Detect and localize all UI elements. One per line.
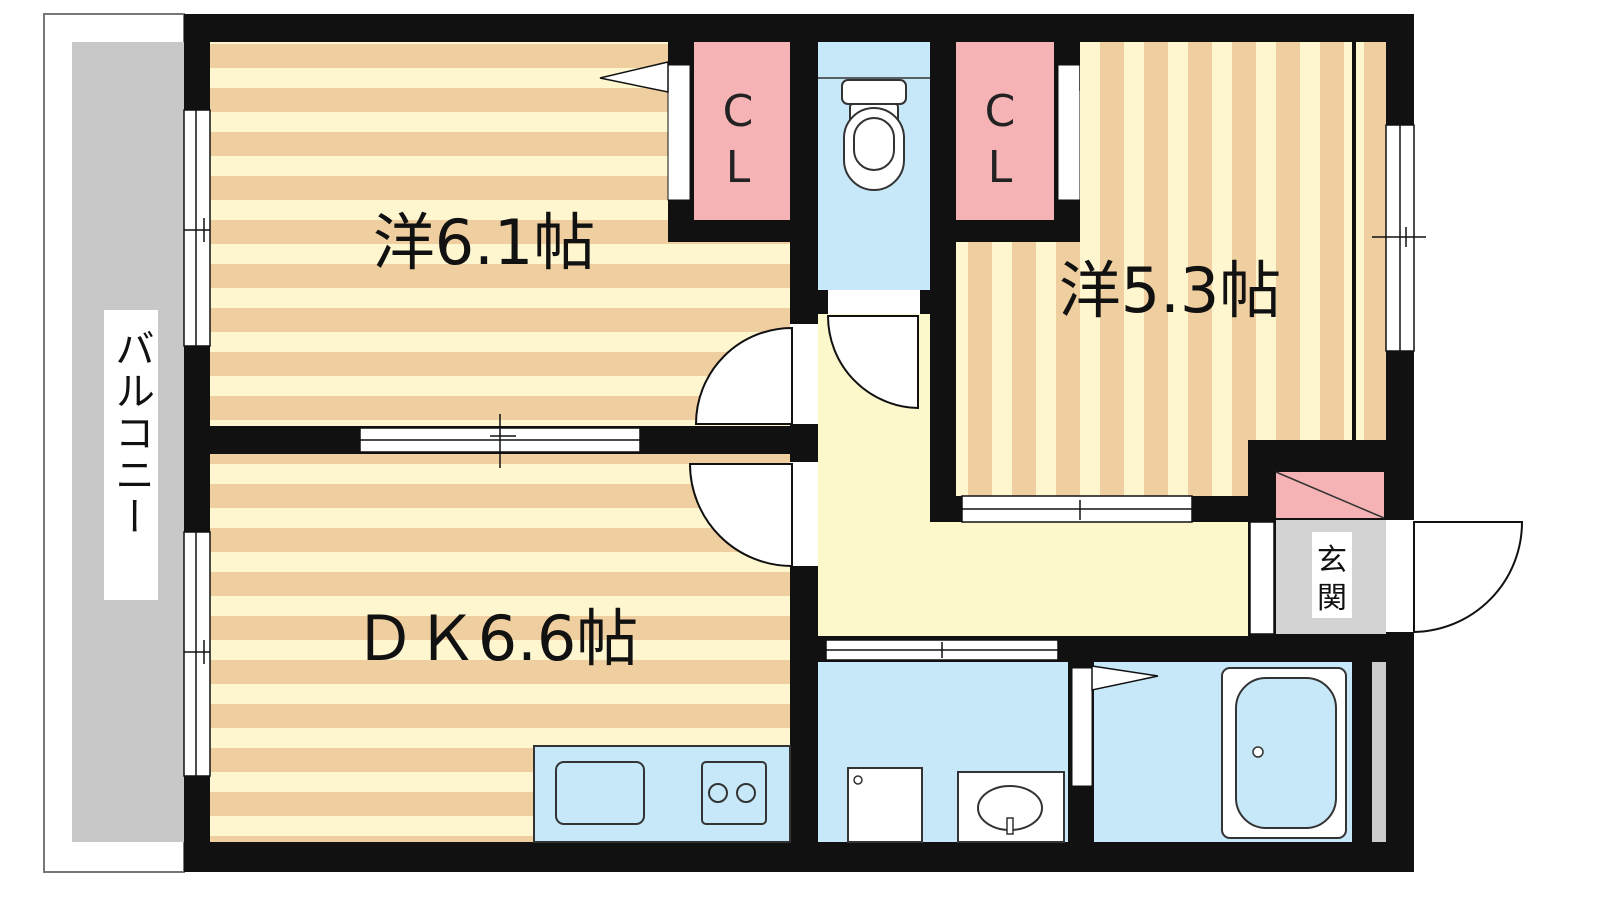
room-western-5-3 [1080,42,1386,242]
room2-label: 洋5.3帖 [1059,254,1282,327]
bathtub-icon [1221,667,1347,839]
washing-machine-space [847,767,923,843]
entrance-label-1: 玄 [1317,543,1347,578]
entrance-label-2: 関 [1317,581,1347,616]
closet-right-l: L [988,142,1013,193]
closet-right [956,42,1054,220]
stove-icon [701,761,767,825]
closet-left [694,42,790,220]
dk-label: ＤＫ6.6帖 [354,602,639,675]
toilet-icon [841,79,907,191]
closet-left-c: C [723,86,754,137]
balcony-label: バルコニー [108,328,154,538]
balcony: バルコニー [43,13,185,873]
washbasin-icon [957,771,1065,843]
sink-icon [555,761,645,825]
closet-left-l: L [726,142,751,193]
closet-right-c: C [985,86,1016,137]
room1-label: 洋6.1帖 [373,206,596,279]
